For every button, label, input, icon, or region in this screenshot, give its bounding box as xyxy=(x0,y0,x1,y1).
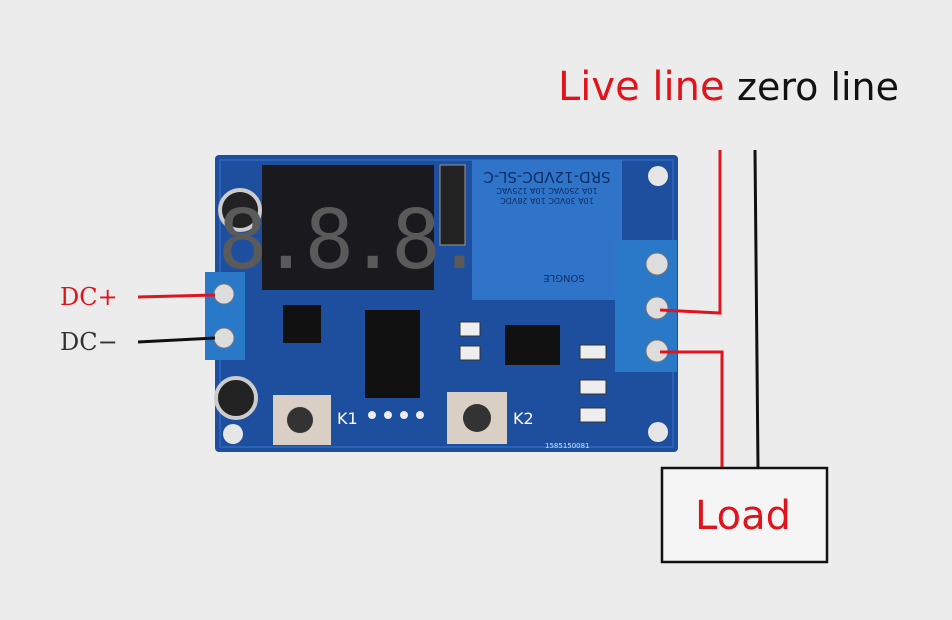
zero-line-wire xyxy=(753,149,760,469)
display-digits: 8.8.8. xyxy=(218,193,478,288)
ic-chip xyxy=(365,310,420,398)
mounting-hole xyxy=(223,424,243,444)
board-serial: 1585150081 xyxy=(545,442,590,450)
transistor xyxy=(283,305,321,343)
relay-module-board: 8.8.8. SRD-12VDC-SL-C 10A 250VAC 10A 125… xyxy=(205,155,678,452)
seven-segment-display xyxy=(262,165,434,290)
live-line-label: Live line xyxy=(558,64,725,110)
zero-line-label: zero line xyxy=(737,65,899,109)
relay-terminal-block xyxy=(615,240,677,372)
button-k2[interactable] xyxy=(447,392,507,444)
dc-plus-label: DC+ xyxy=(60,283,118,311)
relay-model: SRD-12VDC-SL-C xyxy=(483,168,610,186)
relay-rating-dc: 10A 30VDC 10A 28VDC xyxy=(500,196,594,205)
k2-label: K2 xyxy=(513,409,534,428)
k1-label: K1 xyxy=(337,409,358,428)
load-box xyxy=(660,466,829,564)
load-label: Load xyxy=(695,493,791,539)
mounting-hole xyxy=(648,422,668,442)
relay: SRD-12VDC-SL-C 10A 250VAC 10A 125VAC 10A… xyxy=(472,160,622,300)
live-line-wire xyxy=(659,150,722,315)
dc-plus-wire xyxy=(137,293,216,299)
relay-brand: SONGLE xyxy=(543,272,584,283)
relay-rating-ac: 10A 250VAC 10A 125VAC xyxy=(496,186,598,195)
dc-minus-label: DC− xyxy=(60,328,118,356)
capacitor xyxy=(218,188,262,232)
button-k1[interactable] xyxy=(273,395,331,445)
mounting-hole xyxy=(648,166,668,186)
capacitor xyxy=(214,376,258,420)
dc-minus-wire xyxy=(137,336,216,344)
dc-terminal-block xyxy=(205,272,245,360)
load-live-wire xyxy=(660,350,724,468)
optocoupler xyxy=(505,325,560,365)
